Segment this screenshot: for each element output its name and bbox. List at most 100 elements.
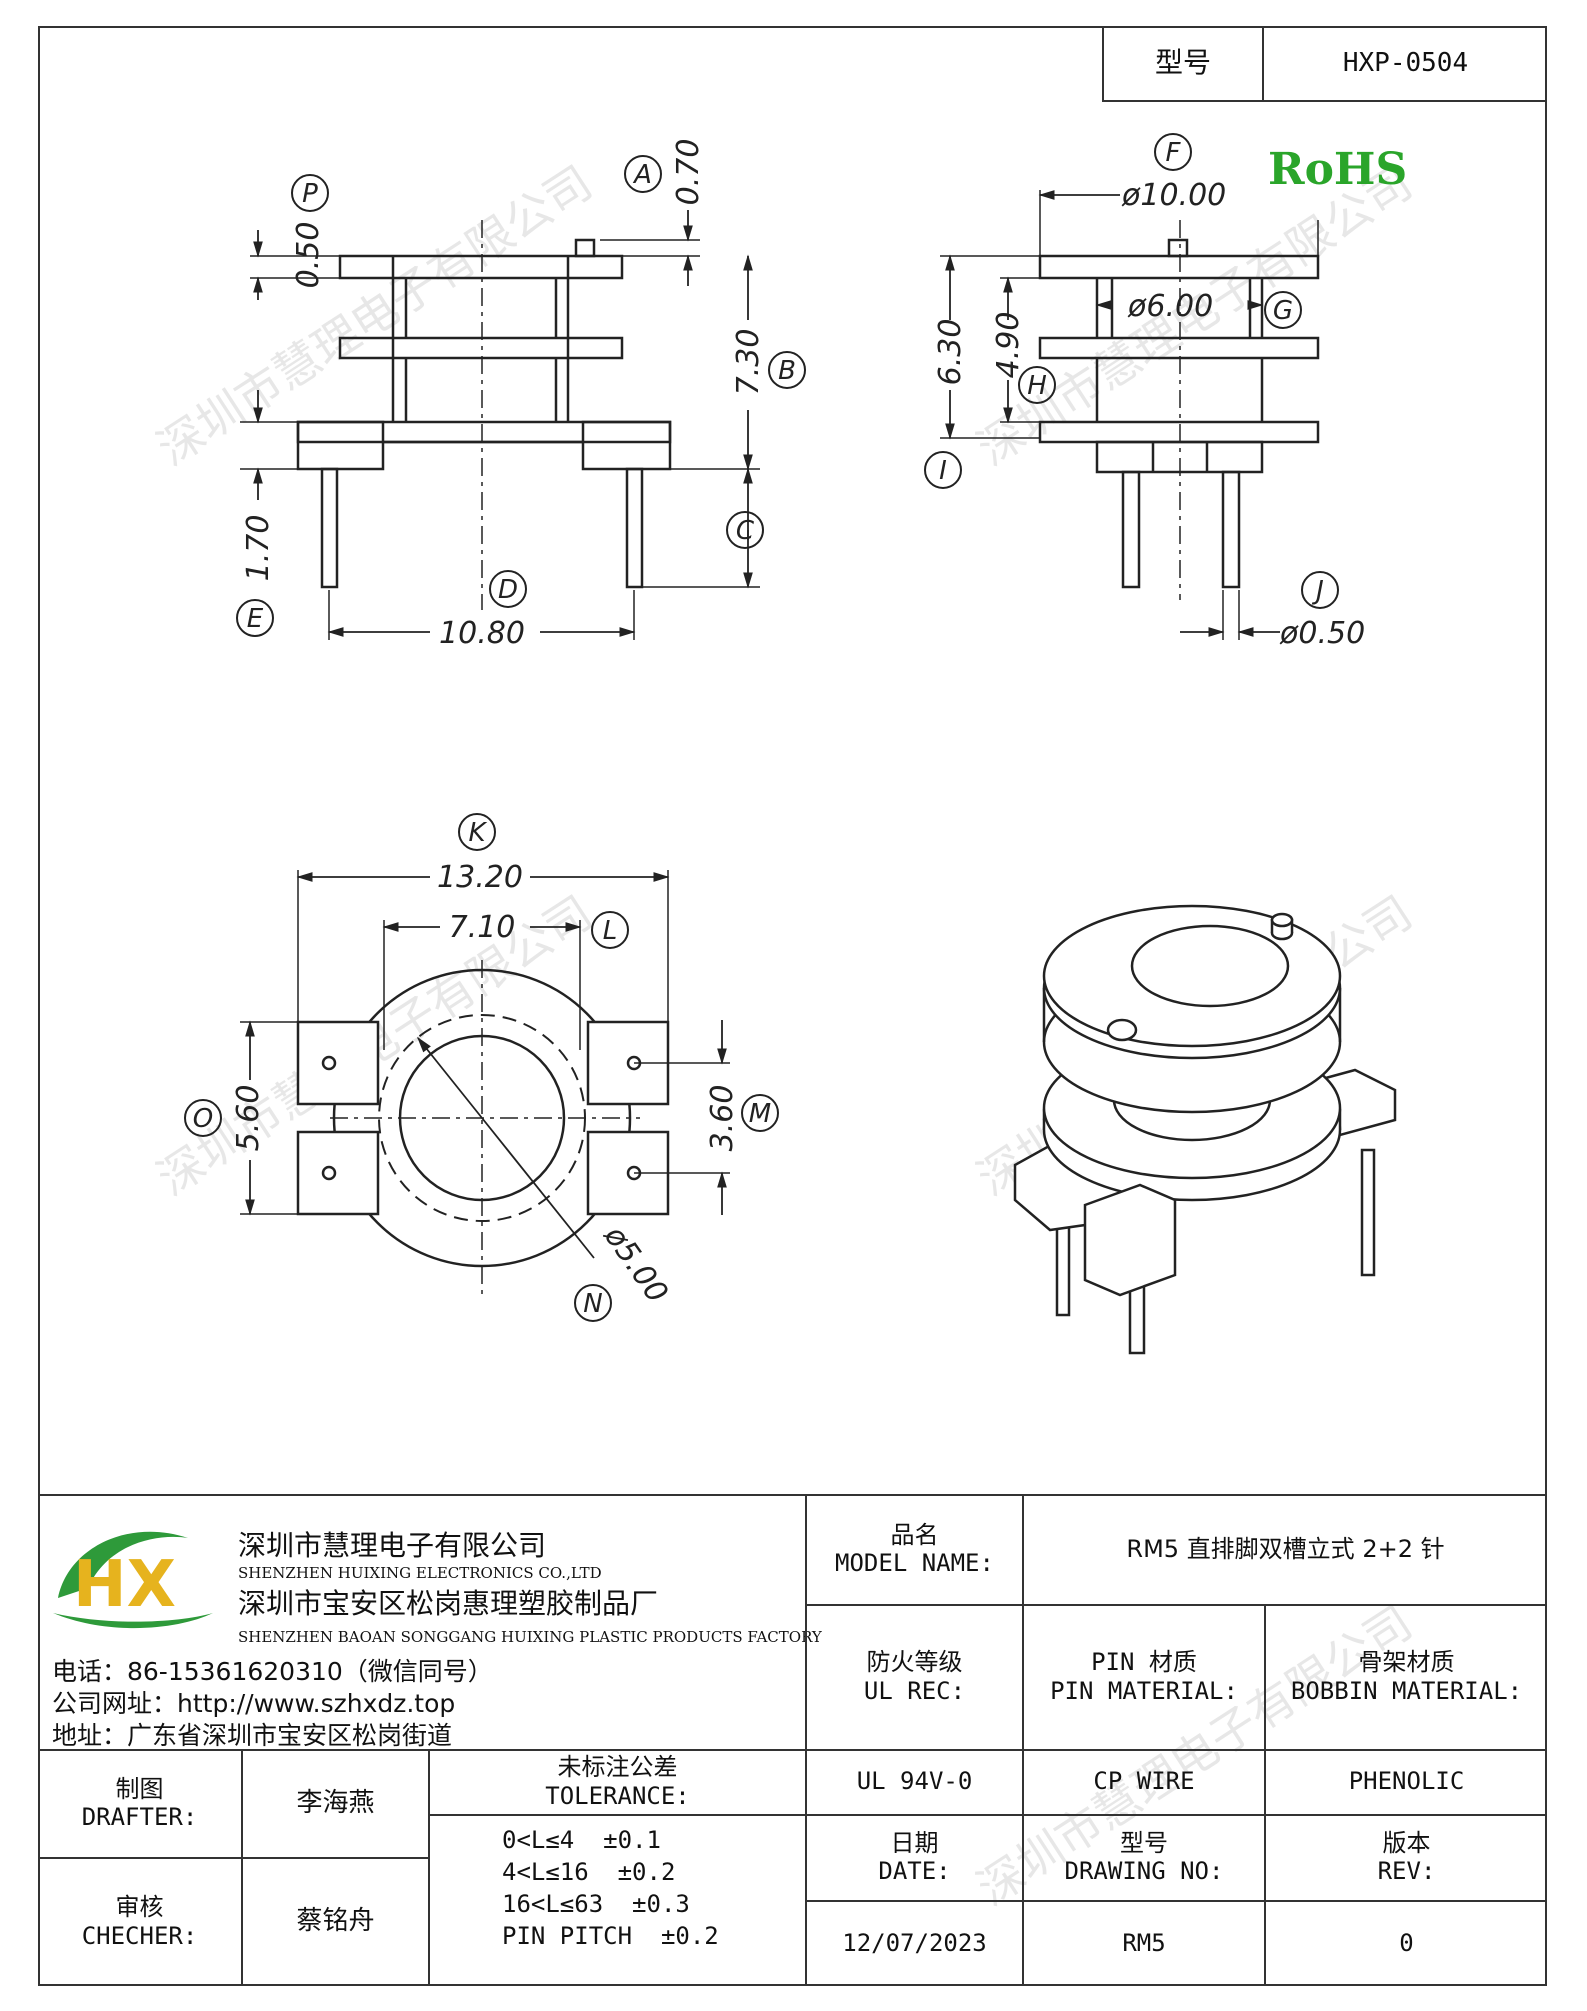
tb-top-line — [38, 1494, 1547, 1496]
marker-a: A — [632, 160, 652, 190]
tolerance-line-4: PIN PITCH ±0.2 — [502, 1922, 719, 1950]
header-model-label: 型号 — [1102, 26, 1262, 102]
marker-c: C — [736, 516, 755, 546]
checker-en: CHECHER: — [81, 1921, 198, 1950]
drafter-label: 制图 DRAFTER: — [38, 1749, 241, 1857]
fire-en: UL REC: — [863, 1676, 966, 1705]
dim-e: 1.70 — [241, 515, 276, 582]
pin-mat-en: PIN MATERIAL: — [1050, 1676, 1238, 1705]
company-address: 地址：广东省深圳市宝安区松岗街道 — [52, 1721, 453, 1750]
drawing-no-label: 型号 DRAWING NO: — [1022, 1814, 1264, 1900]
end-view — [940, 190, 1320, 640]
dim-a: 0.70 — [671, 139, 706, 206]
dim-f: ø10.00 — [1121, 178, 1226, 213]
rev-cn: 版本 — [1382, 1828, 1431, 1857]
dim-o: 5.60 — [231, 1085, 266, 1152]
marker-h: H — [1027, 371, 1047, 401]
tb-line-4 — [428, 1814, 1547, 1816]
bobbin-mat-cn: 骨架材质 — [1358, 1648, 1455, 1677]
side-view-dims — [253, 210, 753, 637]
rohs-mark: RoHS — [1268, 144, 1407, 195]
factory-en: SHENZHEN BAOAN SONGGANG HUIXING PLASTIC … — [238, 1628, 822, 1646]
date-label: 日期 DATE: — [805, 1814, 1022, 1900]
date-en: DATE: — [878, 1857, 951, 1885]
marker-e: E — [247, 604, 264, 634]
model-name-en: MODEL NAME: — [835, 1549, 994, 1577]
dim-n: ø5.00 — [596, 1219, 674, 1310]
pin-mat-cn: PIN 材质 — [1091, 1648, 1197, 1677]
factory-cn: 深圳市宝安区松岗惠理塑胶制品厂 — [238, 1587, 659, 1620]
header-model-value: HXP-0504 — [1262, 26, 1547, 102]
marker-m: M — [749, 1099, 771, 1129]
dim-p: 0.50 — [291, 222, 326, 289]
rev-en: REV: — [1377, 1857, 1436, 1885]
dim-l: 7.10 — [449, 910, 516, 945]
tolerance-line-2: 4<L≤16 ±0.2 — [502, 1858, 676, 1886]
logo-text: HX — [73, 1548, 176, 1622]
dim-j: ø0.50 — [1279, 616, 1365, 651]
model-name-cn: 品名 — [890, 1520, 939, 1549]
top-view — [240, 870, 730, 1300]
rev-value: 0 — [1264, 1900, 1547, 1986]
dim-d: 10.80 — [439, 616, 525, 651]
dim-k: 13.20 — [437, 860, 523, 895]
tb-line-6 — [38, 1857, 428, 1859]
fire-rating-label: 防火等级 UL REC: — [805, 1604, 1022, 1749]
marker-j: J — [1311, 576, 1324, 606]
marker-b: B — [778, 356, 796, 386]
drawing-no-cn: 型号 — [1120, 1828, 1168, 1857]
tolerance-en: TOLERANCE: — [545, 1781, 690, 1810]
tolerance-label: 未标注公差 TOLERANCE: — [428, 1749, 805, 1814]
tolerance-table: 0<L≤4 ±0.1 4<L≤16 ±0.2 16<L≤63 ±0.3 PIN … — [428, 1814, 805, 1986]
marker-n: N — [583, 1289, 602, 1319]
company-name-en: SHENZHEN HUIXING ELECTRONICS CO.,LTD — [238, 1564, 602, 1582]
dim-m: 3.60 — [705, 1085, 740, 1152]
checker-value: 蔡铭舟 — [241, 1857, 428, 1986]
company-name-cn: 深圳市慧理电子有限公司 — [238, 1529, 547, 1562]
drafter-en: DRAFTER: — [81, 1803, 198, 1831]
marker-d: D — [498, 575, 518, 605]
side-view-markers — [236, 155, 806, 637]
model-name-value: RM5 直排脚双槽立式 2+2 针 — [1022, 1494, 1547, 1604]
drafter-cn: 制图 — [115, 1774, 164, 1803]
company-phone: 电话：86-15361620310（微信同号） — [52, 1657, 493, 1686]
marker-i: I — [939, 456, 947, 486]
fire-value: UL 94V-0 — [805, 1749, 1022, 1814]
dim-b: 7.30 — [731, 329, 766, 396]
drawing-no-value: RM5 — [1022, 1900, 1264, 1986]
model-name-label: 品名 MODEL NAME: — [805, 1494, 1022, 1604]
bobbin-mat-en: BOBBIN MATERIAL: — [1290, 1676, 1523, 1705]
fire-cn: 防火等级 — [866, 1648, 963, 1677]
marker-f: F — [1166, 138, 1182, 168]
company-website: 公司网址：http://www.szhxdz.top — [52, 1689, 456, 1718]
technical-drawing: P A B C D E 0.70 0.50 7.30 1.70 10.80 — [184, 133, 1407, 1355]
date-cn: 日期 — [890, 1828, 939, 1857]
checker-label: 审核 CHECHER: — [38, 1857, 241, 1986]
marker-g: G — [1273, 296, 1293, 326]
tb-line-2 — [805, 1604, 1547, 1606]
bobbin-material-value: PHENOLIC — [1264, 1749, 1547, 1814]
isometric-view — [1013, 904, 1397, 1355]
pin-material-label: PIN 材质 PIN MATERIAL: — [1022, 1604, 1264, 1749]
pin-material-value: CP WIRE — [1022, 1749, 1264, 1814]
bobbin-material-label: 骨架材质 BOBBIN MATERIAL: — [1264, 1604, 1547, 1749]
dim-g: ø6.00 — [1127, 289, 1213, 324]
marker-k: K — [468, 818, 487, 848]
marker-p: P — [302, 179, 318, 209]
tolerance-cn: 未标注公差 — [557, 1753, 678, 1782]
tolerance-line-1: 0<L≤4 ±0.1 — [502, 1826, 661, 1854]
tolerance-line-3: 16<L≤63 ±0.3 — [502, 1890, 690, 1918]
rev-label: 版本 REV: — [1264, 1814, 1547, 1900]
marker-o: O — [193, 1104, 213, 1134]
tb-line-3 — [38, 1749, 1547, 1751]
drafter-value: 李海燕 — [241, 1749, 428, 1857]
drawing-frame — [38, 26, 1547, 1986]
tb-line-5 — [805, 1900, 1547, 1902]
marker-l: L — [603, 916, 618, 946]
checker-cn: 审核 — [115, 1893, 164, 1922]
dim-h: 4.90 — [991, 312, 1026, 379]
date-value: 12/07/2023 — [805, 1900, 1022, 1986]
dim-i: 6.30 — [933, 319, 968, 386]
drawing-no-en: DRAWING NO: — [1064, 1857, 1224, 1885]
side-view — [240, 220, 760, 640]
